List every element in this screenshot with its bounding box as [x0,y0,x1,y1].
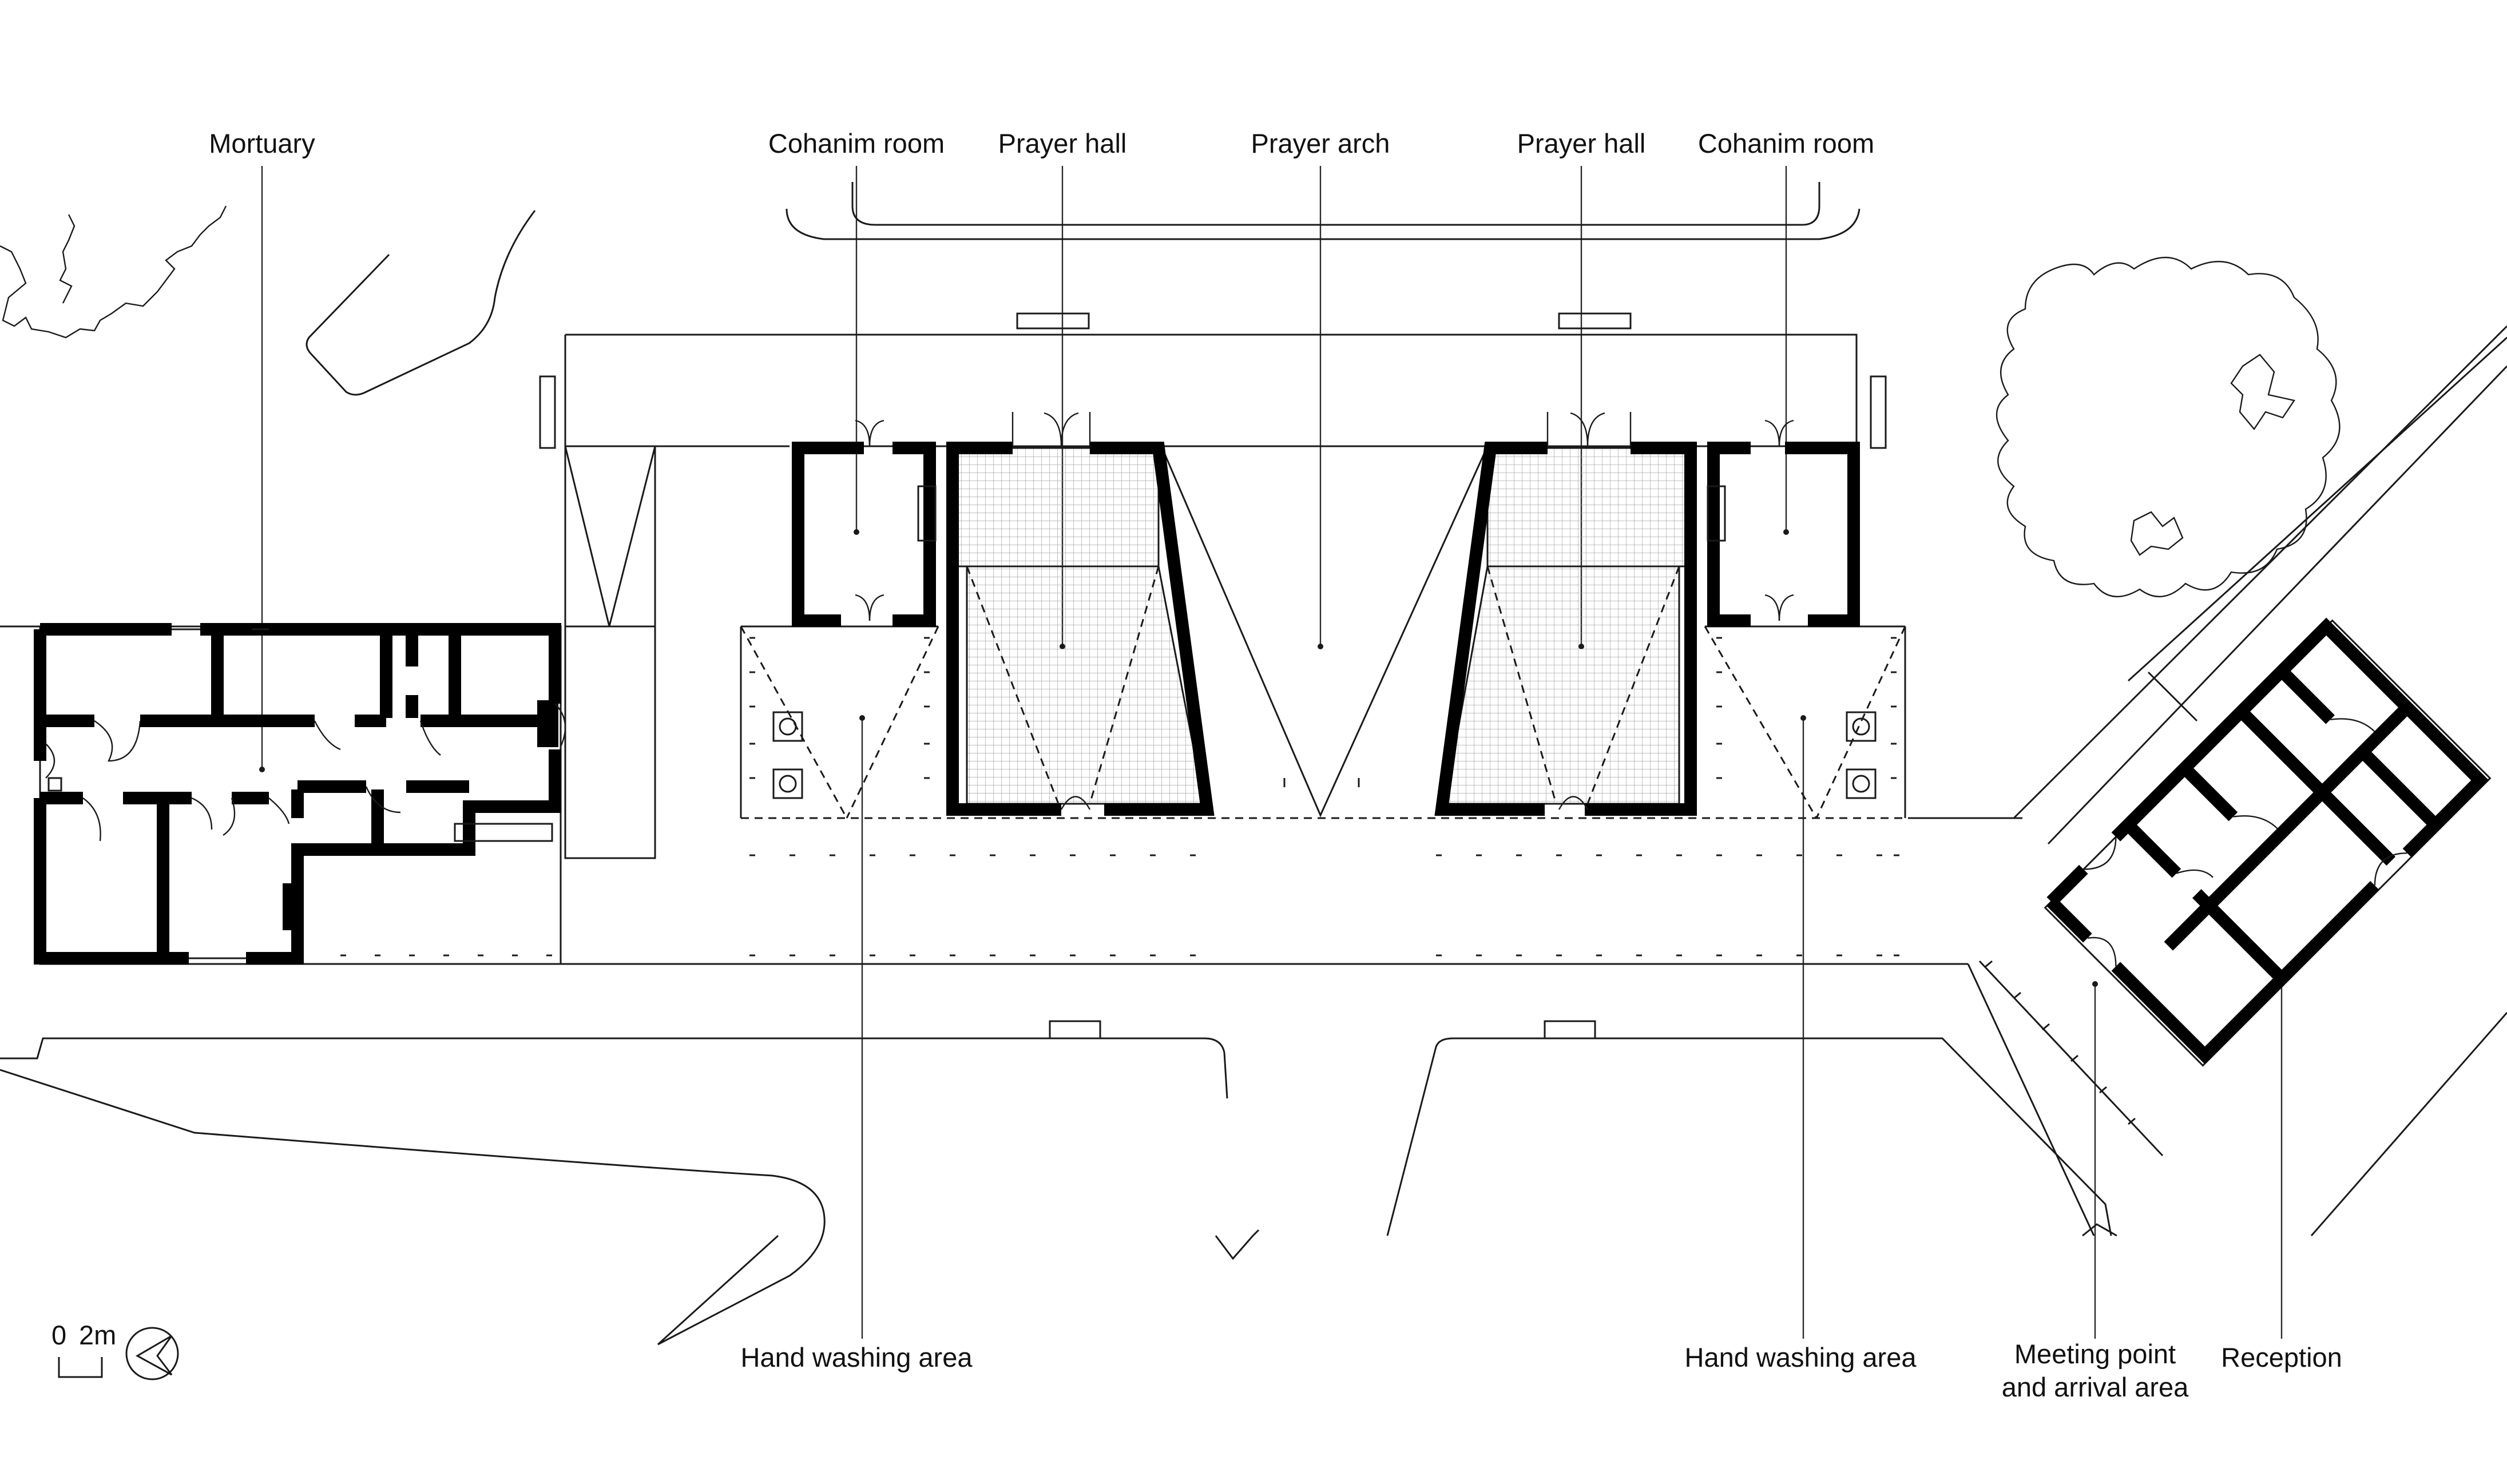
label-prayer-hall-right: Prayer hall [1517,128,1646,158]
ramp-railing [1978,960,2164,1157]
label-cohanim-room-left: Cohanim room [768,128,945,158]
central-complex [40,334,1914,965]
mortuary-building [34,623,566,965]
scale-bar-zero: 0 [51,1320,66,1350]
label-cohanim-room-right: Cohanim room [1698,128,1874,158]
label-hand-washing-left: Hand washing area [741,1342,973,1372]
label-prayer-arch: Prayer arch [1251,128,1390,158]
label-prayer-hall-left: Prayer hall [998,128,1127,158]
label-hand-washing-right: Hand washing area [1685,1342,1917,1372]
reception-building [2044,617,2492,1067]
label-meeting-point-line1: Meeting point [2014,1339,2176,1369]
scale-bar-max: 2m [79,1320,116,1350]
label-meeting-point-line2: and arrival area [2002,1372,2189,1402]
scale-bar: 0 2m [51,1320,116,1378]
landscape [0,182,2507,1346]
leader-lines [259,166,2284,1339]
label-reception: Reception [2221,1342,2342,1372]
colonnade-columns [340,637,1899,957]
north-arrow-icon [125,1327,179,1380]
label-mortuary: Mortuary [209,128,315,158]
